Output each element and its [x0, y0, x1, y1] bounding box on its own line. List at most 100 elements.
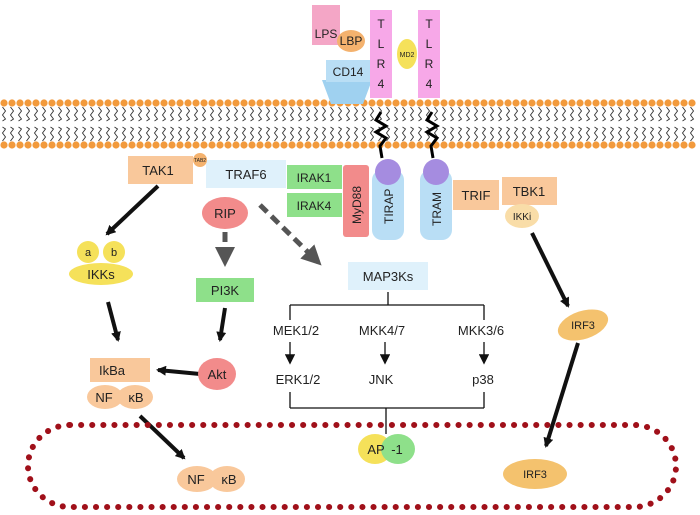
lipid-head — [408, 141, 416, 149]
irak1-label: IRAK1 — [297, 171, 332, 185]
lipid-tail — [209, 126, 215, 142]
lipid-head — [160, 99, 168, 107]
lipid-tail — [521, 126, 527, 142]
lipid-tail — [233, 106, 239, 122]
lipid-head — [160, 141, 168, 149]
lipid-tail — [689, 126, 695, 142]
lbp-oval — [337, 30, 365, 52]
lipid-head — [136, 141, 144, 149]
lipid-head — [560, 141, 568, 149]
lipid-tail — [657, 126, 663, 142]
nf-label: NF — [95, 390, 112, 405]
lipid-head — [216, 99, 224, 107]
lipid-head — [144, 141, 152, 149]
lipid-tail — [569, 106, 575, 122]
lipid-head — [584, 141, 592, 149]
lipid-tail — [177, 126, 183, 142]
lipid-head — [272, 99, 280, 107]
lipid-tail — [441, 126, 447, 142]
lipid-tail — [393, 126, 399, 142]
lipid-tail — [153, 126, 159, 142]
lipid-tail — [401, 106, 407, 122]
lipid-tail — [529, 126, 535, 142]
lipid-tail — [633, 106, 639, 122]
lipid-tail — [625, 126, 631, 142]
lipid-tail — [201, 126, 207, 142]
lipid-head — [648, 99, 656, 107]
lipid-head — [648, 141, 656, 149]
lipid-head — [544, 99, 552, 107]
tlr4-right-transmembrane — [424, 111, 440, 159]
lipid-head — [408, 99, 416, 107]
lipid-tail — [217, 106, 223, 122]
lipid-tail — [361, 106, 367, 122]
rip-oval — [202, 197, 248, 229]
lipid-tail — [89, 126, 95, 142]
lipid-head — [560, 99, 568, 107]
cd14-top — [326, 60, 370, 82]
lipid-tail — [89, 106, 95, 122]
lipid-head — [88, 141, 96, 149]
arrow-irf3-nucleus — [543, 342, 580, 448]
lipid-tail — [273, 106, 279, 122]
receptor-complex: LPS LBP CD14 CD14 T L R 4 MD2 T L R 4 — [312, 5, 440, 159]
lipid-tail — [513, 126, 519, 142]
mkk47-label: MKK4/7 — [359, 323, 405, 338]
tak1-label: TAK1 — [142, 163, 174, 178]
lipid-tail — [337, 106, 343, 122]
lipid-tail — [353, 106, 359, 122]
lipid-tail — [17, 126, 23, 142]
lipid-tail — [577, 106, 583, 122]
lipid-head — [496, 99, 504, 107]
tlr4-right-r: R — [425, 57, 434, 71]
lipid-tail — [249, 126, 255, 142]
tirap-box — [372, 170, 404, 240]
tlr4-left-transmembrane — [373, 111, 389, 159]
lipid-head — [688, 99, 696, 107]
lipid-head — [312, 141, 320, 149]
lipid-tail — [609, 106, 615, 122]
lipid-tail — [281, 106, 287, 122]
lipid-tail — [161, 106, 167, 122]
tbk1-label: TBK1 — [513, 184, 546, 199]
lipid-tail — [657, 106, 663, 122]
lipid-head — [552, 99, 560, 107]
lipid-head — [592, 141, 600, 149]
lipid-head — [192, 99, 200, 107]
lipid-head — [584, 99, 592, 107]
mkk36-label: MKK3/6 — [458, 323, 504, 338]
tram-box — [420, 170, 452, 240]
lipid-tail — [417, 106, 423, 122]
lipid-tail — [97, 126, 103, 142]
lipid-head — [56, 141, 64, 149]
lipid-tail — [401, 126, 407, 142]
lipid-head — [432, 99, 440, 107]
lipid-head — [296, 99, 304, 107]
lipid-head — [168, 99, 176, 107]
lipid-head — [208, 99, 216, 107]
lipid-tail — [553, 126, 559, 142]
lipid-head — [344, 141, 352, 149]
lipid-tail — [505, 126, 511, 142]
lipid-tail — [105, 126, 111, 142]
lipid-tail — [121, 126, 127, 142]
lipid-head — [264, 141, 272, 149]
lipid-head — [656, 141, 664, 149]
lipid-head — [128, 99, 136, 107]
lipid-head — [216, 141, 224, 149]
ikks-oval — [69, 263, 133, 285]
lipid-head — [0, 141, 8, 149]
lipid-tail — [665, 126, 671, 142]
lipid-head — [528, 99, 536, 107]
arrow-akt-ikba — [156, 365, 201, 376]
lipid-tail — [665, 106, 671, 122]
lipid-head — [192, 141, 200, 149]
lipid-tail — [193, 126, 199, 142]
lipid-tail — [57, 106, 63, 122]
lipid-tail — [337, 126, 343, 142]
lipid-head — [144, 99, 152, 107]
lipid-head — [552, 141, 560, 149]
lipid-tail — [457, 126, 463, 142]
lipid-head — [600, 99, 608, 107]
lipid-head — [328, 141, 336, 149]
